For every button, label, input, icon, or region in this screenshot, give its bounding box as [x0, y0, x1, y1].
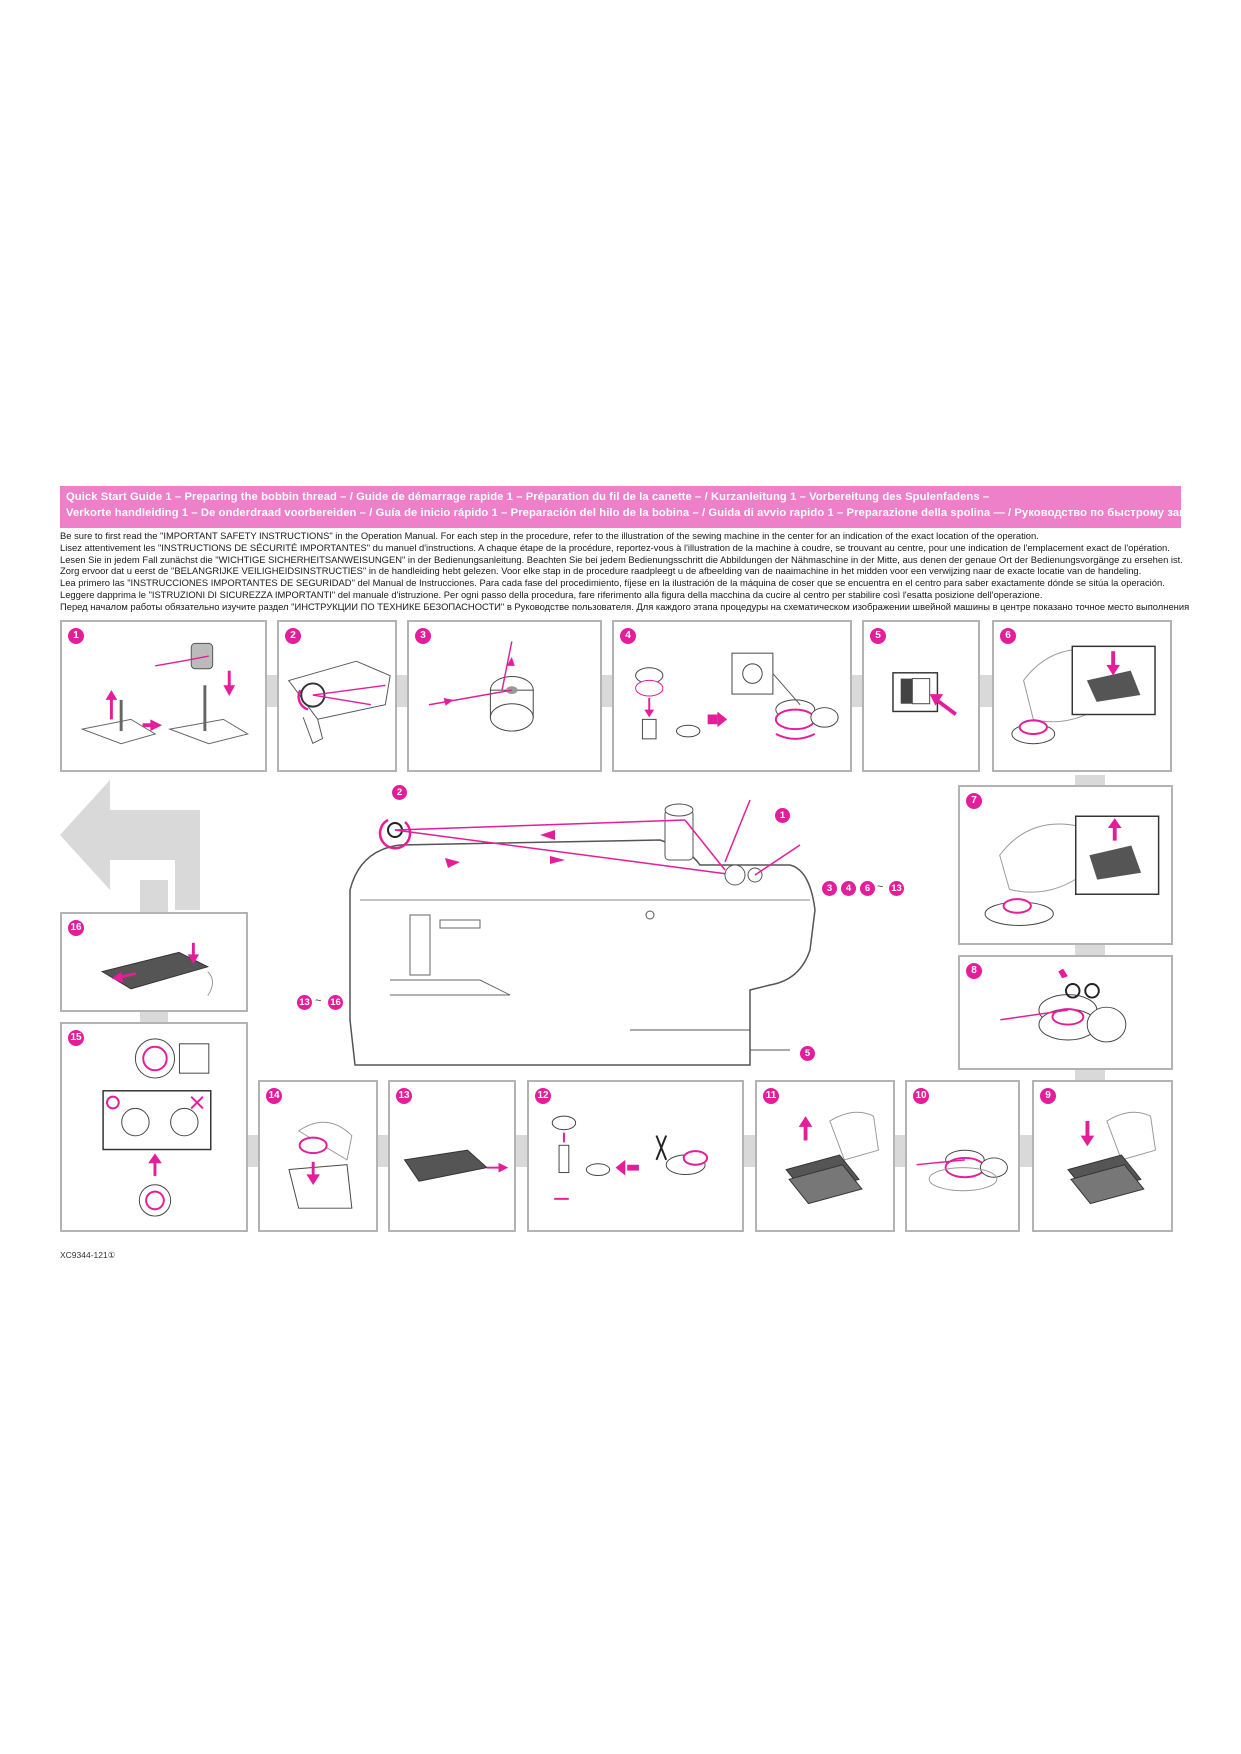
machine-label-winder: 6	[860, 881, 875, 896]
close-cover-illustration	[100, 942, 214, 996]
machine-label-bobbin-case: 16	[328, 995, 343, 1010]
machine-label-range: ~	[315, 995, 322, 1007]
intro-line: Lesen Sie in jedem Fall zunächst die "WI…	[60, 553, 1183, 565]
intro-line: Lea primero las "INSTRUCCIONES IMPORTANT…	[60, 577, 1165, 589]
step-number: 9	[1040, 1088, 1056, 1104]
direction-arrow-icon	[60, 780, 200, 910]
thread-guide-illustration	[287, 660, 391, 745]
step-8-panel: 8	[958, 955, 1173, 1070]
step-number: 10	[913, 1088, 929, 1104]
step-12-panel: 12	[527, 1080, 744, 1232]
step-10-panel: 10	[905, 1080, 1020, 1232]
step-number: 6	[1000, 628, 1016, 644]
bobbin-winder-illustration	[635, 652, 839, 740]
step-15-panel: 15	[60, 1022, 248, 1232]
insert-bobbin-illustration	[288, 1121, 353, 1209]
bobbin-winding-illustration	[916, 1149, 1008, 1192]
bobbin-illustration	[428, 641, 534, 732]
step-number: 16	[68, 920, 84, 936]
step-4-panel: 4	[612, 620, 852, 772]
banner-line-1: Quick Start Guide 1 – Preparing the bobb…	[66, 491, 990, 503]
intro-text: Be sure to first read the "IMPORTANT SAF…	[60, 530, 1190, 613]
step-16-panel: 16	[60, 912, 248, 1012]
step-number: 13	[396, 1088, 412, 1104]
spool-pin-illustration	[80, 642, 249, 745]
machine-label-bobbin-case: 13	[297, 995, 312, 1010]
document-code: XC9344-121①	[60, 1250, 116, 1260]
step-number: 8	[966, 963, 982, 979]
title-banner: Quick Start Guide 1 – Preparing the bobb…	[60, 486, 1181, 528]
foot-pedal-illustration	[1067, 1111, 1156, 1205]
banner-line-2: Verkorte handleiding 1 – De onderdraad v…	[66, 507, 1181, 519]
machine-label-winder: 3	[822, 881, 837, 896]
step-number: 5	[870, 628, 886, 644]
machine-label-guide: 2	[392, 785, 407, 800]
bobbin-cover-illustration	[403, 1149, 509, 1182]
intro-line: Lisez attentivement les "INSTRUCTIONS DE…	[60, 541, 1170, 553]
foot-pedal-release-illustration	[785, 1111, 879, 1205]
cut-thread-illustration	[1000, 968, 1127, 1043]
step-3-panel: 3	[407, 620, 602, 772]
machine-label-winder: 4	[841, 881, 856, 896]
machine-label-foot-pedal: 5	[800, 1046, 815, 1061]
foot-pedal-release-illustration	[984, 815, 1160, 926]
step-number: 7	[966, 793, 982, 809]
step-7-panel: 7	[958, 785, 1173, 945]
machine-label-spool: 1	[775, 808, 790, 823]
step-number: 4	[620, 628, 636, 644]
step-9-panel: 9	[1032, 1080, 1173, 1232]
step-5-panel: 5	[862, 620, 980, 772]
intro-line: Перед началом работы обязательно изучите…	[60, 600, 1190, 612]
step-number: 14	[266, 1088, 282, 1104]
step-11-panel: 11	[755, 1080, 895, 1232]
machine-label-winder-range: ~	[877, 881, 884, 893]
remove-bobbin-illustration	[551, 1115, 709, 1200]
intro-line: Zorg ervoor dat u eerst de "BELANGRIJKE …	[60, 565, 1142, 577]
step-14-panel: 14	[258, 1080, 378, 1232]
sewing-machine-illustration	[349, 799, 816, 1066]
machine-label-winder: 13	[889, 881, 904, 896]
step-number: 2	[285, 628, 301, 644]
step-1-panel: 1	[60, 620, 267, 772]
foot-pedal-press-illustration	[1011, 645, 1156, 745]
step-number: 1	[68, 628, 84, 644]
intro-line: Be sure to first read the "IMPORTANT SAF…	[60, 530, 1039, 541]
step-6-panel: 6	[992, 620, 1172, 772]
step-13-panel: 13	[388, 1080, 516, 1232]
step-number: 15	[68, 1030, 84, 1046]
intro-line: Leggere dapprima le "ISTRUZIONI DI SICUR…	[60, 588, 1043, 600]
step-number: 12	[535, 1088, 551, 1104]
step-number: 3	[415, 628, 431, 644]
power-switch-illustration	[892, 672, 957, 716]
step-2-panel: 2	[277, 620, 397, 772]
step-number: 11	[763, 1088, 779, 1104]
bobbin-case-illustration	[102, 1038, 212, 1217]
